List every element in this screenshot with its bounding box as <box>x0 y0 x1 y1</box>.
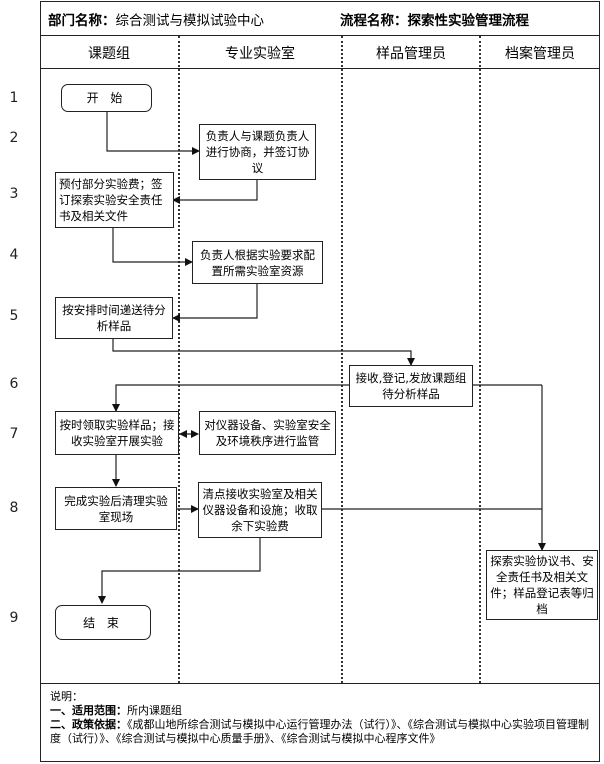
end-node[interactable]: 结 束 <box>55 605 151 640</box>
step-allocate-box[interactable]: 负责人根据实验要求配置所需实验室资源 <box>192 241 323 284</box>
process-value: 探索性实验管理流程 <box>407 13 530 29</box>
step-receive-box[interactable]: 接收,登记,发放课题组待分析样品 <box>349 365 473 407</box>
department-value: 综合测试与模拟试验中心 <box>115 13 265 29</box>
step-collect-box[interactable]: 按时领取实验样品；接收实验室开展实验 <box>55 411 179 455</box>
connector-receive-to-collect <box>112 384 350 412</box>
department-name: 部门名称：综合测试与模拟试验中心 <box>48 9 264 29</box>
connector-negotiate-to-prepay <box>172 179 258 204</box>
row-number: 3 <box>9 186 19 202</box>
policy-label: 二、政策依据： <box>50 718 127 731</box>
lane-divider <box>341 36 343 683</box>
step-supervise-box[interactable]: 对仪器设备、实验室安全及环境秩序进行监管 <box>199 411 336 455</box>
step-cleanup-box[interactable]: 完成实验后清理实验室现场 <box>55 487 177 530</box>
scope-label: 一、适用范围： <box>50 704 127 717</box>
lane-archive-manager: 档案管理员 <box>505 46 575 62</box>
lane-sample-manager: 样品管理员 <box>376 46 446 62</box>
lane-divider <box>178 36 180 683</box>
row-number: 4 <box>9 247 19 263</box>
connector-allocate-to-deliver <box>172 283 258 322</box>
department-label: 部门名称： <box>48 13 116 29</box>
row-number: 7 <box>9 426 19 442</box>
notes-policy: 二、政策依据：《成都山地所综合测试与模拟中心运行管理办法（试行）》、《综合测试与… <box>50 718 590 746</box>
connector-checkin-to-end <box>98 537 261 604</box>
lane-divider <box>479 36 481 683</box>
step-archive-box[interactable]: 探索实验协议书、安全责任书及相关文件；样品登记表等归档 <box>486 550 598 620</box>
scope-value: 所内课题组 <box>127 704 182 717</box>
row-number: 1 <box>9 90 19 106</box>
start-node[interactable]: 开 始 <box>61 84 152 112</box>
step-negotiate-box[interactable]: 负责人与课题负责人进行协商，并签订协议 <box>199 124 316 180</box>
row-number: 2 <box>9 130 19 146</box>
header-bar: 部门名称：综合测试与模拟试验中心 流程名称：探索性实验管理流程 <box>40 1 600 36</box>
lane-research-group: 课题组 <box>88 46 130 62</box>
row-number: 9 <box>9 610 19 626</box>
connector-deliver-to-receive <box>112 338 415 366</box>
policy-value: 《成都山地所综合测试与模拟中心运行管理办法（试行）》、《综合测试与模拟中心实验项… <box>50 718 589 745</box>
row-number: 8 <box>9 500 19 516</box>
notes-scope: 一、适用范围：所内课题组 <box>50 704 590 718</box>
step-deliver-box[interactable]: 按安排时间递送待分析样品 <box>55 297 173 339</box>
notes-title: 说明： <box>50 690 83 703</box>
process-label: 流程名称： <box>340 13 408 29</box>
notes-section: 说明： 一、适用范围：所内课题组 二、政策依据：《成都山地所综合测试与模拟中心运… <box>40 683 600 762</box>
step-checkin-box[interactable]: 清点接收实验室及相关仪器设备和设施；收取余下实验费 <box>198 482 322 538</box>
connector-start-to-negotiate <box>106 111 200 155</box>
step-prepay-box[interactable]: 预付部分实验费；签订探索实验安全责任书及相关文件 <box>55 172 174 228</box>
process-name: 流程名称：探索性实验管理流程 <box>340 9 529 29</box>
row-number: 6 <box>9 376 19 392</box>
connector-prepay-to-allocate <box>112 227 193 266</box>
row-number: 5 <box>9 308 19 324</box>
lane-header-row: 课题组 专业实验室 样品管理员 档案管理员 <box>40 36 600 69</box>
flowchart-frame <box>40 1 600 762</box>
lane-lab: 专业实验室 <box>225 46 295 62</box>
